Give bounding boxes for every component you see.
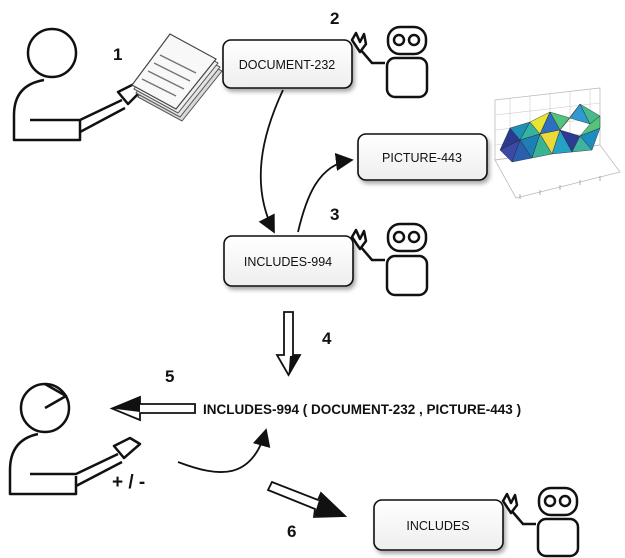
step-4-arrow <box>275 311 302 377</box>
feedback-arrow <box>177 428 271 473</box>
formula-text: INCLUDES-994 ( DOCUMENT-232 , PICTURE-44… <box>203 402 521 417</box>
step-6-arrow <box>266 480 348 518</box>
step-6-label: 6 <box>287 522 296 541</box>
document-stack-icon <box>131 33 223 122</box>
step-5-arrow <box>109 395 196 422</box>
document-node: DOCUMENT-232 <box>222 39 353 89</box>
robot-icon <box>501 486 580 558</box>
includes-node-label: INCLUDES <box>406 519 469 533</box>
step-3-label: 3 <box>330 205 339 224</box>
document-node-label: DOCUMENT-232 <box>239 58 336 72</box>
human-icon <box>12 27 144 142</box>
human-icon <box>8 382 142 496</box>
step-4-label: 4 <box>322 329 332 348</box>
includes-node: INCLUDES <box>373 499 504 551</box>
feedback-label: + / - <box>112 472 145 493</box>
robot-icon <box>350 25 429 99</box>
includes-994-node: INCLUDES-994 <box>223 235 354 287</box>
picture-node-label: PICTURE-443 <box>382 151 462 165</box>
step-2-label: 2 <box>330 9 339 28</box>
surface-plot-icon <box>494 87 621 199</box>
picture-node: PICTURE-443 <box>357 133 488 181</box>
includes-to-picture-arrow <box>297 152 354 233</box>
includes-994-node-label: INCLUDES-994 <box>244 255 332 269</box>
step-5-label: 5 <box>165 367 174 386</box>
step-1-label: 1 <box>113 45 122 64</box>
robot-icon <box>350 222 429 297</box>
document-to-includes-arrow <box>258 89 284 234</box>
